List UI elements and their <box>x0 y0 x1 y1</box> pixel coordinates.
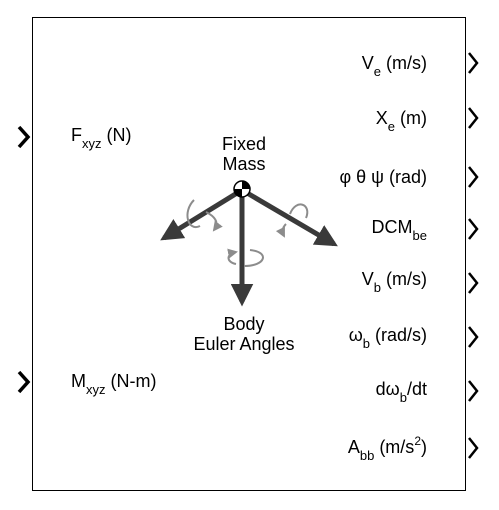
y-axis-arrow-icon <box>240 187 338 247</box>
center-of-mass-icon <box>233 180 251 198</box>
block-title-line2: Mass <box>222 154 266 174</box>
block-subtitle-line2: Euler Angles <box>193 334 295 354</box>
pitch-rotation-icon <box>275 203 309 238</box>
output-port-label-euler: φ θ ψ (rad) <box>339 167 427 187</box>
x-axis-arrow-icon <box>160 187 244 241</box>
output-port-euler-icon[interactable] <box>468 166 479 188</box>
output-port-ve-icon[interactable] <box>468 52 479 74</box>
output-port-label-dwb: dωb/dt <box>375 379 427 405</box>
output-port-label-xe: Xe (m) <box>375 108 427 134</box>
input-port-label-moment: Mxyz (N-m) <box>71 371 157 397</box>
output-port-label-dcm: DCMbe <box>371 217 427 243</box>
output-port-label-wb: ωb (rad/s) <box>348 325 427 351</box>
block-title: Fixed Mass <box>201 134 287 174</box>
output-port-label-abb: Abb (m/s2) <box>347 434 427 463</box>
output-port-xe-icon[interactable] <box>468 107 479 129</box>
output-port-label-ve: Ve (m/s) <box>361 53 427 79</box>
output-port-dcm-icon[interactable] <box>468 218 479 240</box>
yaw-rotation-icon <box>227 248 264 267</box>
output-port-vb-icon[interactable] <box>468 272 479 294</box>
output-port-dwb-icon[interactable] <box>468 380 479 402</box>
input-port-moment-icon[interactable] <box>17 370 31 394</box>
output-port-abb-icon[interactable] <box>468 437 479 459</box>
block-title-line1: Fixed <box>221 134 266 154</box>
output-port-label-vb: Vb (m/s) <box>361 269 427 295</box>
block-subtitle-line1: Body <box>223 314 265 334</box>
roll-rotation-icon <box>186 199 223 232</box>
input-port-force-icon[interactable] <box>17 125 31 149</box>
block-subtitle: Body Euler Angles <box>171 314 317 354</box>
output-port-wb-icon[interactable] <box>468 326 479 348</box>
input-port-label-force: Fxyz (N) <box>71 125 132 151</box>
six-dof-block[interactable]: Fxyz (N) Mxyz (N-m) Ve (m/s) Xe (m) φ θ … <box>32 17 466 491</box>
